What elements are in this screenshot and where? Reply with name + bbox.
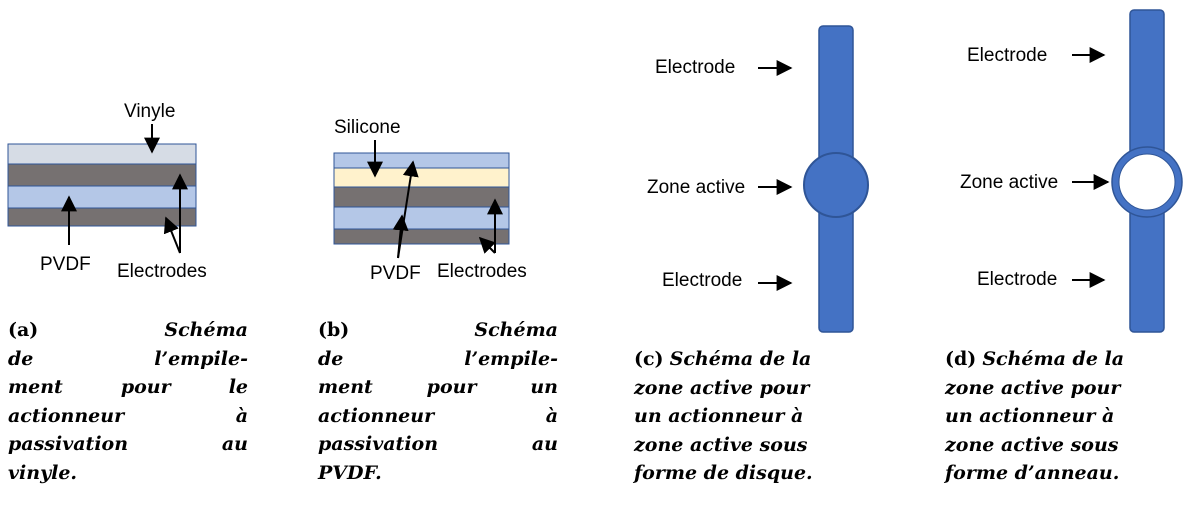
- electrode-layer-bottom: [7, 207, 197, 227]
- label-zone-active: Zone active: [960, 172, 1058, 193]
- caption-word: l’empile-: [154, 347, 248, 370]
- caption-line: passivation au: [318, 430, 558, 459]
- caption-word: PVDF.: [318, 461, 382, 484]
- caption-line: (a) Schéma: [8, 316, 248, 345]
- caption-line: vinyle.: [8, 459, 248, 488]
- caption-line: (c) Schéma de la: [634, 345, 884, 374]
- label-electrode-bottom: Electrode: [662, 270, 742, 291]
- label-pvdf: PVDF: [370, 263, 421, 284]
- caption-line: PVDF.: [318, 459, 558, 488]
- caption-word: au: [531, 433, 558, 455]
- caption-word: pour: [426, 376, 477, 398]
- caption-line: passivation au: [8, 430, 248, 459]
- caption-text: forme de disque.: [634, 462, 813, 484]
- caption-line: (d) Schéma de la: [945, 345, 1185, 374]
- caption-a: (a) Schéma de l’empile- ment pour le actionn…: [8, 316, 248, 487]
- caption-line: de l’empile-: [8, 345, 248, 374]
- caption-line: forme d’anneau.: [945, 459, 1185, 488]
- label-electrode-top: Electrode: [967, 45, 1047, 66]
- caption-line: zone active sous: [945, 431, 1185, 460]
- caption-word: passivation: [8, 433, 129, 455]
- caption-b: (b) Schéma de l’empile- ment pour un actionn…: [318, 316, 558, 487]
- caption-text: un actionneur à: [945, 405, 1115, 427]
- caption-line: zone active pour: [945, 374, 1185, 403]
- caption-word: au: [221, 433, 248, 455]
- caption-word: le: [228, 376, 248, 398]
- caption-line: un actionneur à: [945, 402, 1185, 431]
- caption-word: ment: [8, 376, 63, 398]
- caption-tag: (a): [8, 319, 39, 341]
- caption-text: forme d’anneau.: [945, 462, 1120, 484]
- label-electrode-bottom: Electrode: [977, 269, 1057, 290]
- caption-text: Schéma de la: [669, 348, 812, 370]
- caption-tag: (b): [318, 319, 350, 341]
- pvdf-layer: [333, 206, 510, 230]
- caption-line: ment pour le: [8, 373, 248, 402]
- silicone-layer: [333, 167, 510, 188]
- caption-text: un actionneur à: [634, 405, 804, 427]
- caption-line: actionneur à: [8, 402, 248, 431]
- arrow-electrode-bottom: [163, 216, 181, 254]
- caption-word: ment: [318, 376, 373, 398]
- caption-line: ment pour un: [318, 373, 558, 402]
- vinyl-layer: [7, 143, 197, 165]
- caption-tag: (c): [634, 348, 664, 370]
- caption-d: (d) Schéma de la zone active pour un act…: [945, 345, 1185, 488]
- label-pvdf: PVDF: [40, 254, 91, 275]
- caption-line: zone active pour: [634, 374, 884, 403]
- caption-word: de: [8, 347, 34, 370]
- label-zone-active: Zone active: [647, 177, 745, 198]
- panel-b-stack: [333, 152, 510, 245]
- caption-line: de l’empile-: [318, 345, 558, 374]
- caption-word: à: [545, 404, 558, 427]
- label-electrode-top: Electrode: [655, 57, 735, 78]
- caption-word: actionneur: [318, 404, 435, 427]
- caption-word: passivation: [318, 433, 439, 455]
- electrode-layer-bottom: [333, 228, 510, 245]
- caption-line: forme de disque.: [634, 459, 884, 488]
- label-electrodes: Electrodes: [437, 261, 527, 282]
- caption-word: de: [318, 347, 344, 370]
- caption-word: pour: [120, 376, 171, 398]
- caption-word: actionneur: [8, 404, 125, 427]
- panel-a-stack: [7, 143, 197, 227]
- caption-line: actionneur à: [318, 402, 558, 431]
- electrode-layer-top: [333, 186, 510, 208]
- pvdf-passivation-layer: [333, 152, 510, 169]
- caption-word: vinyle.: [8, 461, 78, 484]
- arrow-pvdf-middle: [392, 214, 409, 259]
- electrode-layer-top: [7, 163, 197, 187]
- active-zone-disc: [803, 152, 869, 218]
- caption-word: Schéma: [474, 319, 558, 341]
- caption-word: un: [530, 376, 558, 398]
- caption-word: Schéma: [164, 319, 248, 341]
- caption-text: Schéma de la: [982, 348, 1125, 370]
- caption-text: zone active pour: [634, 376, 810, 399]
- label-electrodes: Electrodes: [117, 261, 207, 282]
- label-vinyle: Vinyle: [124, 101, 175, 122]
- active-zone-ring-hole: [1118, 153, 1176, 211]
- caption-text: zone active sous: [634, 433, 808, 456]
- label-silicone: Silicone: [334, 117, 401, 138]
- caption-line: zone active sous: [634, 431, 884, 460]
- caption-text: zone active sous: [945, 433, 1119, 456]
- caption-c: (c) Schéma de la zone active pour un act…: [634, 345, 884, 488]
- caption-text: zone active pour: [945, 376, 1121, 399]
- caption-word: à: [235, 404, 248, 427]
- pvdf-layer: [7, 185, 197, 209]
- caption-tag: (d): [945, 348, 977, 370]
- caption-line: (b) Schéma: [318, 316, 558, 345]
- caption-word: l’empile-: [464, 347, 558, 370]
- arrow-electrode-bottom: [478, 236, 496, 254]
- caption-line: un actionneur à: [634, 402, 884, 431]
